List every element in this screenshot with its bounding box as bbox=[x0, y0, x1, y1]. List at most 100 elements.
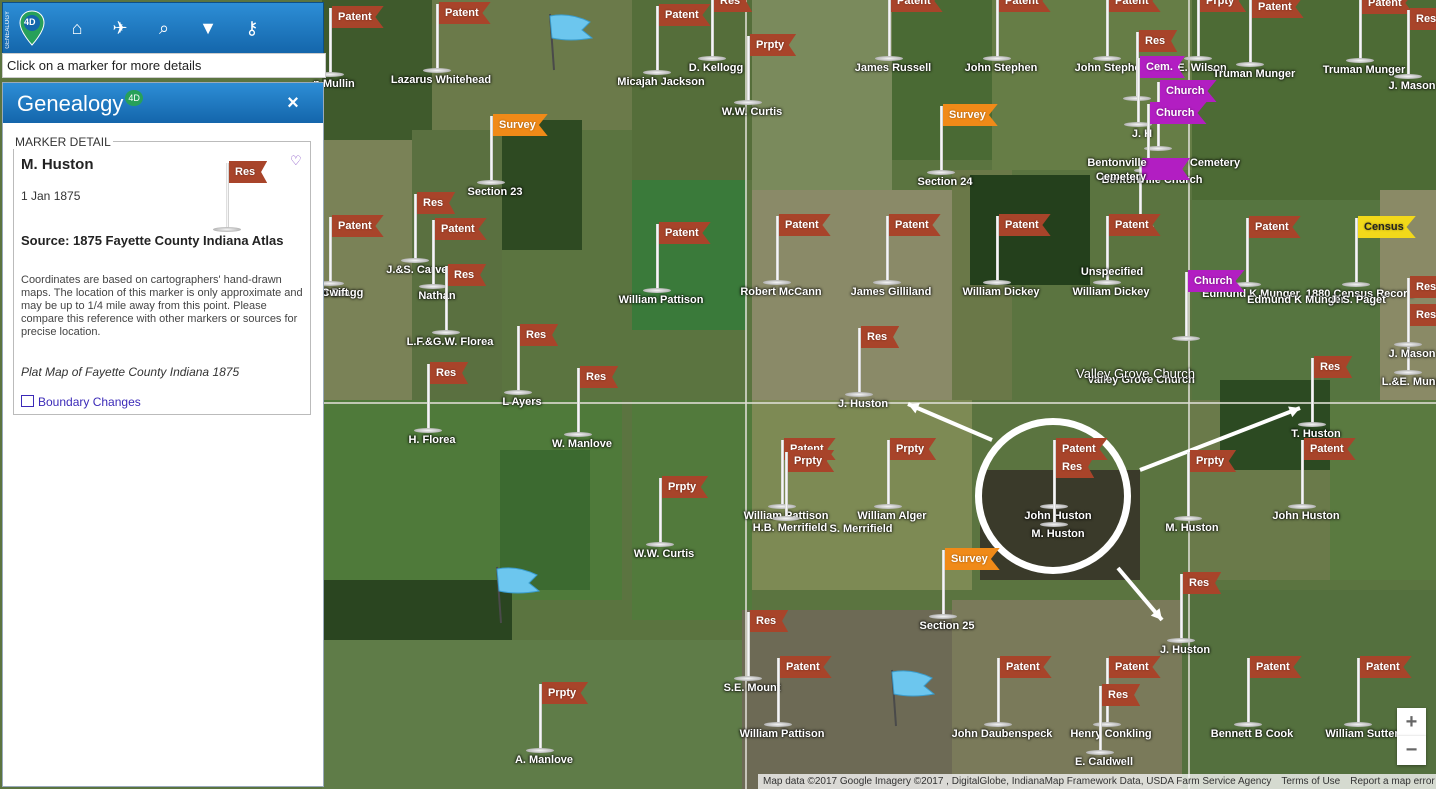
marker-date: 1 Jan 1875 bbox=[21, 189, 81, 203]
map-marker[interactable]: Patent bbox=[1236, 0, 1310, 74]
map-marker[interactable]: Patent bbox=[1093, 212, 1167, 292]
blue-flag-icon[interactable] bbox=[487, 565, 547, 625]
marker-pole bbox=[781, 440, 784, 506]
map-marker[interactable]: Prpty bbox=[1184, 0, 1258, 68]
map-marker[interactable]: Prpty bbox=[526, 680, 600, 760]
field-patch bbox=[322, 140, 412, 400]
marker-label: William Pattison bbox=[618, 294, 704, 306]
marker-base bbox=[1346, 58, 1374, 63]
marker-base bbox=[698, 56, 726, 61]
marker-flag: Census bbox=[1358, 216, 1416, 238]
report-link[interactable]: Report a map error bbox=[1350, 776, 1435, 787]
terms-link[interactable]: Terms of Use bbox=[1281, 776, 1341, 787]
marker-base bbox=[983, 280, 1011, 285]
map-marker[interactable]: Patent bbox=[1093, 0, 1167, 68]
map-marker[interactable]: Patent bbox=[764, 654, 838, 734]
zoom-in-button[interactable]: + bbox=[1397, 708, 1426, 737]
map-marker[interactable]: Church bbox=[1134, 100, 1208, 180]
search-icon[interactable]: ⌕ bbox=[158, 18, 170, 38]
map-marker[interactable]: Prpty bbox=[734, 32, 808, 112]
marker-base bbox=[1394, 342, 1422, 347]
marker-base bbox=[1167, 638, 1195, 643]
map-marker[interactable]: Prpty bbox=[772, 448, 846, 528]
favorite-heart-icon[interactable]: ♡ bbox=[290, 153, 302, 168]
marker-pole bbox=[414, 194, 417, 260]
map-marker[interactable]: Patent bbox=[1288, 436, 1362, 516]
map-marker[interactable]: Res bbox=[1167, 570, 1241, 650]
map-marker[interactable]: Patent bbox=[423, 0, 497, 80]
marker-pole bbox=[1139, 160, 1142, 226]
map-marker[interactable]: Patent bbox=[983, 0, 1057, 68]
map-marker[interactable]: Res bbox=[1298, 354, 1372, 434]
map-marker[interactable]: Res bbox=[1040, 454, 1114, 534]
map-marker[interactable]: Prpty bbox=[1174, 448, 1248, 528]
map-label: Bentonville bbox=[1087, 157, 1147, 169]
marker-base bbox=[1086, 750, 1114, 755]
marker-label: Truman Munger bbox=[1322, 64, 1406, 76]
map-marker[interactable]: Prpty bbox=[874, 436, 948, 516]
map-marker[interactable]: Census bbox=[1342, 214, 1416, 294]
map-marker[interactable]: Res bbox=[564, 364, 638, 444]
home-icon[interactable]: ⌂ bbox=[71, 18, 83, 38]
zoom-out-button[interactable]: − bbox=[1397, 736, 1426, 765]
map-marker[interactable]: Prpty bbox=[646, 474, 720, 554]
marker-base bbox=[1233, 282, 1261, 287]
map-marker[interactable]: Res bbox=[414, 360, 488, 440]
map-marker[interactable]: Patent bbox=[875, 0, 949, 68]
map-marker[interactable]: Patent bbox=[419, 216, 493, 296]
marker-label: Lazarus Whitehead bbox=[390, 74, 492, 86]
map-label: J. S. Paget bbox=[1330, 294, 1386, 306]
map-marker[interactable]: Res bbox=[1394, 274, 1436, 354]
boundary-changes-link[interactable]: Boundary Changes bbox=[21, 395, 141, 409]
blue-flag-icon[interactable] bbox=[882, 668, 942, 728]
marker-label: Section 25 bbox=[919, 620, 975, 632]
map-marker[interactable]: Res bbox=[1086, 682, 1160, 762]
marker-pole bbox=[747, 36, 750, 102]
map-marker[interactable]: Survey bbox=[929, 546, 1003, 626]
blue-flag-icon[interactable] bbox=[540, 12, 600, 72]
map-marker[interactable]: Patent bbox=[1234, 654, 1308, 734]
map-marker[interactable]: Patent bbox=[1233, 214, 1307, 294]
map-marker[interactable]: Patent bbox=[984, 654, 1058, 734]
map-marker[interactable]: Survey bbox=[927, 102, 1001, 182]
map-marker[interactable]: Cem. bbox=[1124, 54, 1198, 134]
marker-flag: Res bbox=[417, 192, 456, 214]
map-marker[interactable]: Church bbox=[1172, 268, 1246, 348]
map-marker[interactable]: Res bbox=[1394, 6, 1436, 86]
marker-pole bbox=[747, 612, 750, 678]
map-marker[interactable]: Res bbox=[734, 608, 808, 688]
map-marker[interactable]: Patent bbox=[1346, 0, 1420, 70]
marker-label: 1880 Census Record bbox=[1305, 288, 1415, 300]
marker-base bbox=[764, 722, 792, 727]
map-marker[interactable]: Patent bbox=[316, 4, 390, 84]
map-marker[interactable]: Res bbox=[432, 262, 506, 342]
detail-flag-label: Res bbox=[229, 161, 268, 183]
map-marker[interactable]: Patent bbox=[1344, 654, 1418, 734]
marker-label: William Sutter bbox=[1325, 728, 1399, 740]
field-patch bbox=[1192, 0, 1436, 200]
map-marker[interactable]: Patent bbox=[643, 220, 717, 300]
field-patch bbox=[1330, 400, 1436, 580]
map-marker[interactable]: Res bbox=[401, 190, 475, 270]
genealogy-4d-logo[interactable]: GENEALOGY 4D bbox=[5, 9, 51, 49]
marker-label: William Alger bbox=[857, 510, 927, 522]
map-marker[interactable]: Patent bbox=[983, 212, 1057, 292]
map-marker[interactable]: Patent bbox=[763, 212, 837, 292]
map-marker[interactable]: Res bbox=[845, 324, 919, 404]
key-icon[interactable]: ⚷ bbox=[245, 18, 259, 38]
marker-pole bbox=[1246, 218, 1249, 284]
map-marker[interactable]: Patent bbox=[643, 2, 717, 82]
filter-icon[interactable]: ▼ bbox=[199, 18, 217, 38]
map-marker[interactable]: Patent bbox=[316, 213, 390, 293]
close-icon[interactable]: × bbox=[287, 92, 299, 114]
marker-flag: Res bbox=[448, 264, 487, 286]
map-marker[interactable]: Survey bbox=[477, 112, 551, 192]
airplane-icon[interactable]: ✈ bbox=[112, 18, 128, 38]
marker-label: Robert McCann bbox=[740, 286, 822, 298]
map-marker[interactable]: Patent bbox=[873, 212, 947, 292]
marker-base bbox=[1344, 722, 1372, 727]
marker-flag: Prpty bbox=[542, 682, 589, 704]
map-marker[interactable]: Res bbox=[698, 0, 772, 68]
map-marker[interactable]: Res bbox=[504, 322, 578, 402]
